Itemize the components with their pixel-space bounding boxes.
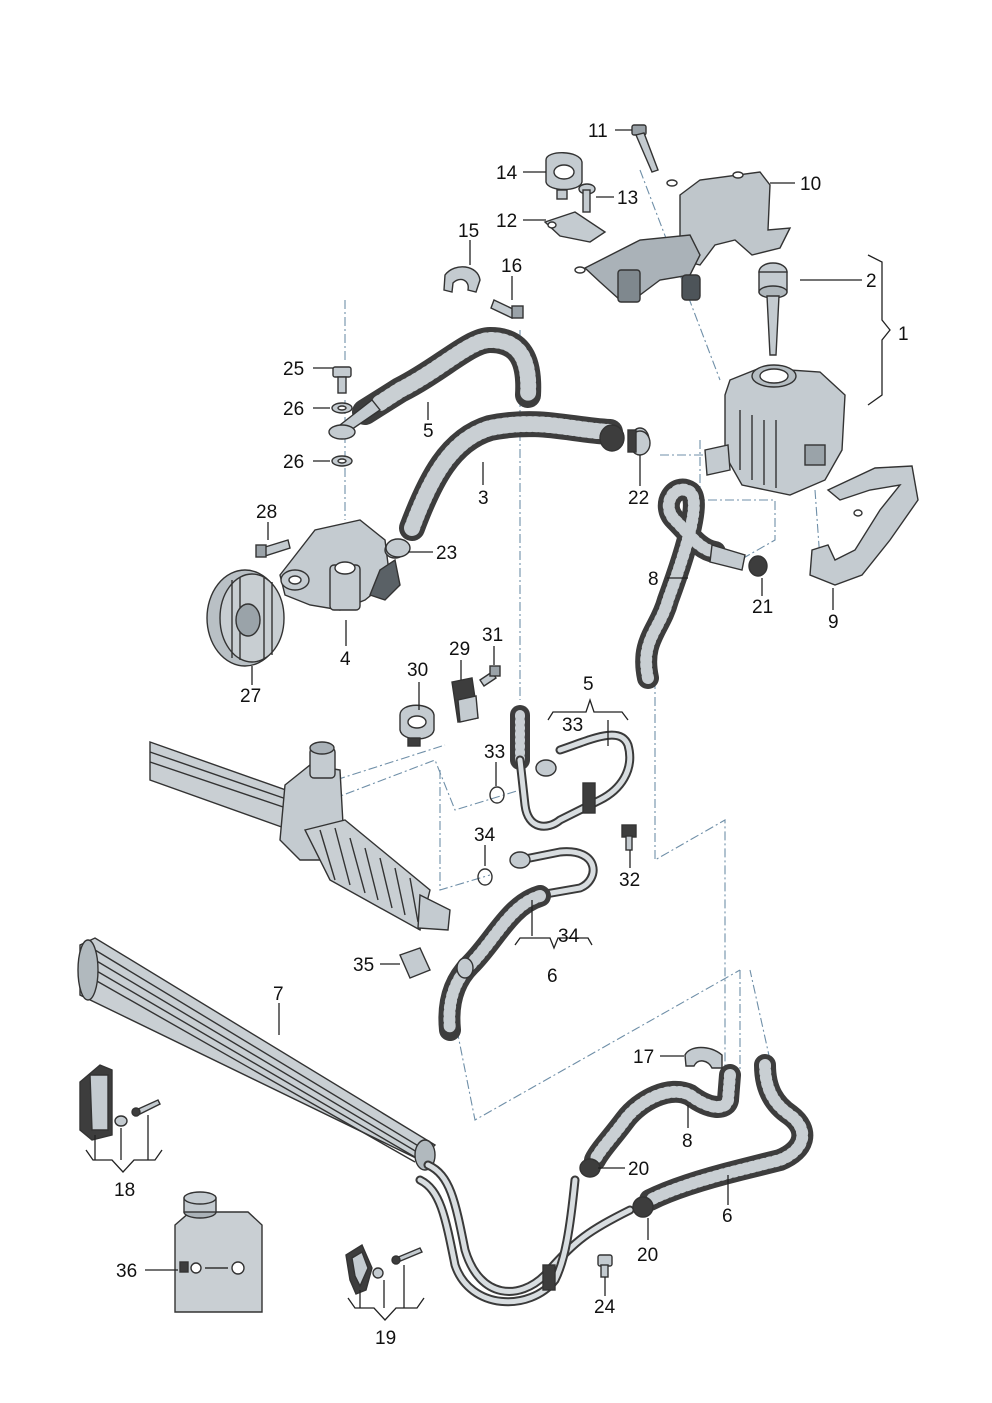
callout-34-seal: 34 [474, 825, 496, 846]
callout-28: 28 [256, 502, 277, 523]
callout-5-upper: 5 [423, 421, 434, 442]
callout-20-lower: 20 [637, 1245, 658, 1266]
callout-19: 19 [375, 1328, 396, 1349]
callout-21: 21 [752, 597, 773, 618]
callout-30: 30 [407, 660, 428, 681]
power-steering-pump [206, 519, 406, 667]
clip-17 [684, 1046, 723, 1069]
callout-25: 25 [283, 359, 304, 380]
callout-16: 16 [501, 256, 522, 277]
leader-lines [85, 129, 891, 1321]
callout-7: 7 [273, 984, 284, 1005]
callout-17: 17 [633, 1047, 654, 1068]
reservoir-cap [758, 262, 788, 356]
callout-33-bracket: 33 [562, 715, 583, 736]
callout-2: 2 [866, 271, 877, 292]
callout-12: 12 [496, 211, 517, 232]
hose-8-upper [635, 478, 768, 689]
clamp-22 [627, 429, 651, 456]
callout-4: 4 [340, 649, 351, 670]
callout-14: 14 [496, 163, 518, 184]
clamp-23 [385, 538, 411, 558]
clamp-14 [545, 152, 583, 200]
callout-26-upper: 26 [283, 399, 304, 420]
callout-8-upper: 8 [648, 569, 659, 590]
callout-6-middle: 6 [547, 966, 558, 987]
callout-24: 24 [594, 1297, 616, 1318]
bracket-set-18 [79, 1064, 161, 1141]
bolt-32 [621, 824, 637, 851]
callout-27: 27 [240, 686, 261, 707]
callout-23: 23 [436, 543, 457, 564]
bolt-11 [631, 124, 659, 173]
callout-labels: 1 2 3 4 5 5 6 6 7 8 8 9 10 11 12 13 14 1… [114, 121, 909, 1349]
bolt-13 [578, 183, 596, 213]
bolt-28 [255, 539, 291, 558]
callout-20-upper: 20 [628, 1159, 649, 1180]
bolt-25-washers-26 [331, 366, 353, 467]
callout-8-lower: 8 [682, 1131, 693, 1152]
bolt-24 [597, 1254, 613, 1278]
assembly-lines [319, 169, 821, 1121]
callout-32: 32 [619, 870, 640, 891]
hose-8-lower [579, 1064, 741, 1178]
plate-12 [543, 211, 607, 243]
callout-35: 35 [353, 955, 374, 976]
fluid-bottle [174, 1191, 263, 1313]
callout-26-lower: 26 [283, 452, 304, 473]
callout-31: 31 [482, 625, 503, 646]
pressure-pipe-5 [489, 705, 635, 831]
fluid-reservoir [704, 364, 846, 496]
callout-22: 22 [628, 488, 649, 509]
callout-13: 13 [617, 188, 638, 209]
callout-9: 9 [828, 612, 839, 633]
reservoir-bracket [574, 171, 792, 303]
callout-11: 11 [588, 121, 608, 142]
bolt-31 [479, 665, 501, 687]
clamp-30 [399, 704, 435, 747]
return-pipe-6 [438, 847, 598, 1041]
bolt-16 [490, 299, 524, 319]
callout-33-seal: 33 [484, 742, 505, 763]
callout-29: 29 [449, 639, 470, 660]
bracket-set-19 [345, 1243, 423, 1295]
callout-10: 10 [800, 174, 821, 195]
callout-1: 1 [898, 324, 909, 345]
callout-36: 36 [116, 1261, 137, 1282]
steering-rack [149, 741, 451, 932]
cooler-tubes [415, 1160, 635, 1307]
callout-34-bracket: 34 [558, 926, 580, 947]
callout-5-lower: 5 [583, 674, 594, 695]
bracket-9 [809, 465, 919, 586]
hose-3 [399, 411, 650, 541]
clip-15 [443, 266, 481, 293]
callout-18: 18 [114, 1180, 135, 1201]
cooler [77, 937, 437, 1171]
hose-6-lower [632, 1054, 814, 1218]
callout-3: 3 [478, 488, 489, 509]
callout-6-lower: 6 [722, 1206, 733, 1227]
hose-5-upper [328, 326, 542, 440]
clip-35 [399, 947, 431, 979]
bracket-29 [451, 677, 479, 723]
callout-15: 15 [458, 221, 479, 242]
